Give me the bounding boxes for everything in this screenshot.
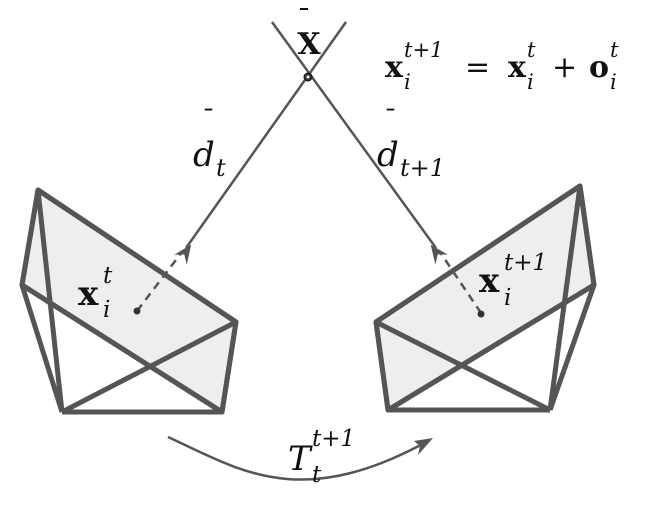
left-dashed-segment	[136, 251, 183, 312]
transform-arrowhead	[414, 438, 433, 455]
transform-sup: t+1	[312, 426, 355, 452]
left-edge	[19, 284, 65, 413]
eq-rhs1-sub: i	[527, 70, 534, 94]
right-image-plane-outline	[373, 183, 597, 413]
point-label-base: X	[297, 27, 321, 62]
pixel-left-base: x	[78, 274, 99, 314]
ray-right-label: ¯ d t+1	[377, 105, 445, 182]
ray-left-arrowhead	[174, 244, 192, 265]
point-x-center	[306, 75, 310, 79]
eq-plus: +	[552, 50, 577, 85]
pixel-left-sup: t	[103, 263, 113, 289]
transform-base: T	[288, 439, 313, 479]
equation: x t+1 i = x t i + o t i	[385, 38, 619, 94]
pixel-left-marker	[133, 307, 141, 315]
rays	[174, 21, 448, 265]
ray-right-base: d	[377, 135, 399, 175]
pixel-right-marker	[477, 310, 485, 318]
right-edge	[547, 185, 583, 411]
ray-left-accent: ¯	[202, 105, 215, 135]
pixel-right-sub: i	[504, 285, 511, 311]
eq-rhs1-base: x	[508, 50, 527, 85]
eq-lhs-sup: t+1	[404, 38, 443, 62]
point-label: ¯ X	[297, 3, 321, 62]
left-image-plane-outline	[19, 187, 239, 415]
right-dashed-segment	[438, 251, 483, 314]
eq-lhs-base: x	[385, 50, 404, 85]
right-camera-frustum-icon	[373, 183, 597, 413]
ray-left-base: d	[193, 135, 215, 175]
eq-rhs2-sub: i	[610, 70, 617, 94]
eq-equals: =	[465, 50, 490, 85]
ray-right-arrowhead	[430, 244, 448, 265]
transform-sub: t	[312, 462, 322, 488]
pixel-right-label: x t+1 i	[479, 250, 547, 311]
pixel-left-label: x t i	[78, 263, 113, 323]
eq-rhs1-sup: t	[527, 38, 536, 62]
transform-label: T t+1 t	[288, 426, 355, 488]
point-label-accent: ¯	[297, 3, 311, 36]
left-camera-frustum-icon	[19, 187, 239, 415]
ray-right-line	[270, 21, 438, 249]
right-edge	[547, 284, 597, 411]
pixel-right-base: x	[479, 261, 500, 301]
transform-arrow	[167, 435, 431, 481]
pixel-right-sup: t+1	[504, 250, 547, 276]
eq-rhs2-base: o	[589, 50, 609, 85]
ray-right-accent: ¯	[384, 105, 397, 135]
ray-right-sub: t+1	[400, 154, 445, 182]
ray-left-sub: t	[216, 154, 226, 182]
eq-rhs2-sup: t	[610, 38, 619, 62]
eq-lhs-sub: i	[404, 70, 411, 94]
ray-left-line	[184, 21, 348, 249]
pixel-rays	[136, 251, 483, 314]
pixel-left-sub: i	[103, 297, 110, 323]
ray-left-label: ¯ d t	[193, 105, 226, 182]
